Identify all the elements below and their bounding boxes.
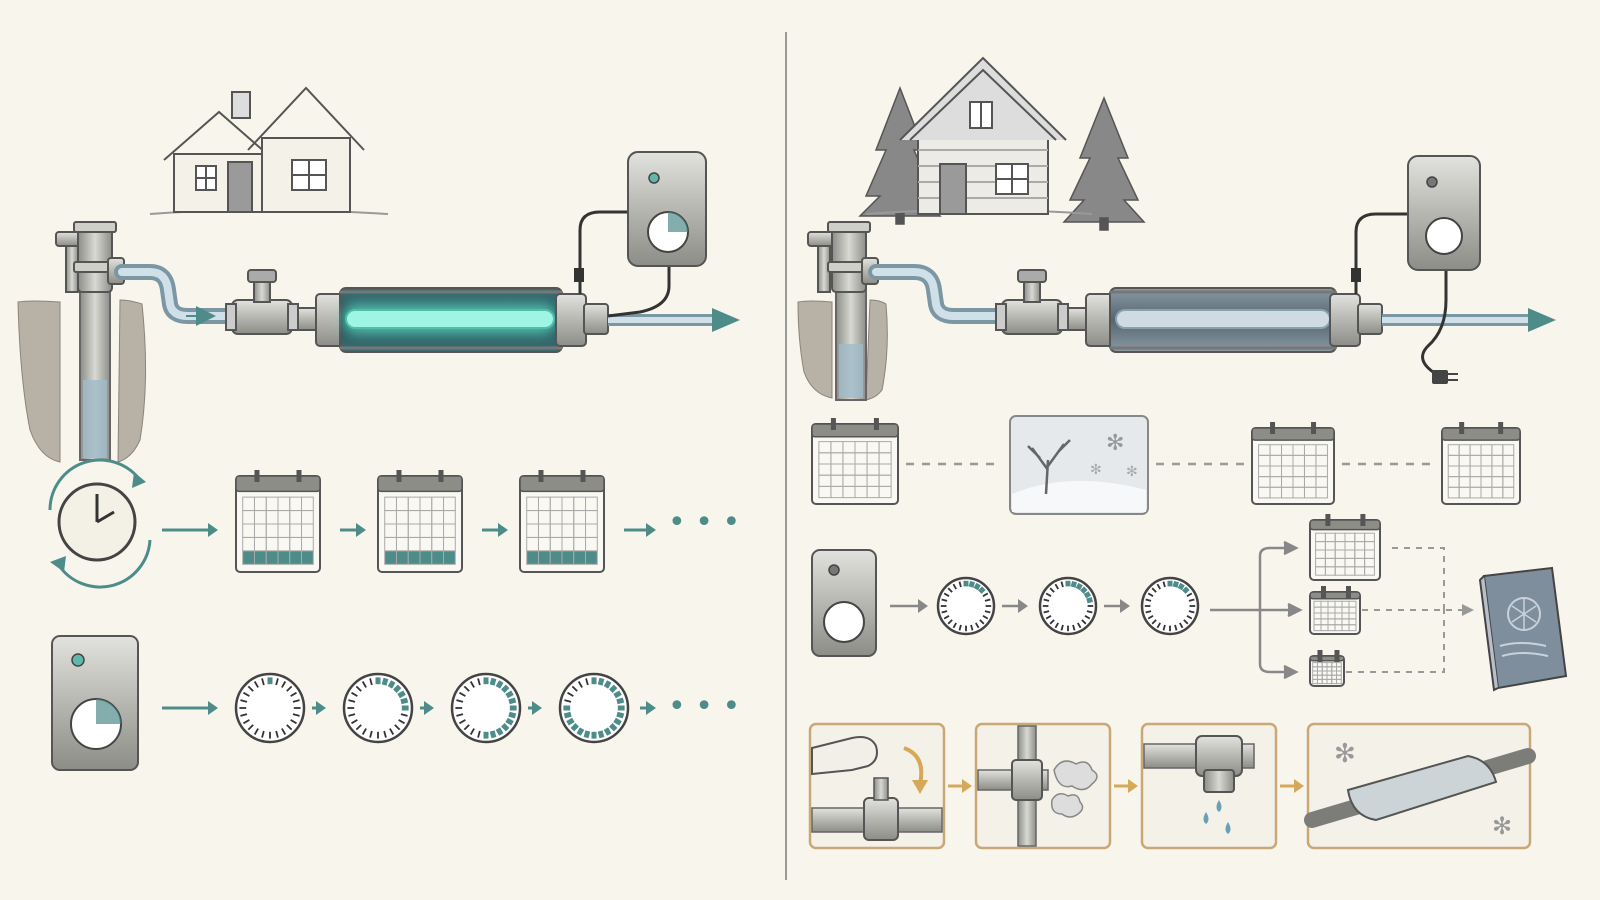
uv-controller-icon — [811, 549, 877, 657]
winterize-steps-row: ✻ ✻ — [808, 722, 1536, 850]
controller-dial-icon — [647, 211, 689, 253]
step-arrow — [948, 779, 972, 793]
timer-dial-icon — [450, 672, 522, 744]
power-cable — [578, 210, 632, 294]
step-arrow — [528, 701, 542, 715]
calendar-icon — [235, 470, 321, 573]
step-arrow — [420, 701, 434, 715]
step-arrow — [312, 701, 326, 715]
bare-tree-snow-icon: ✻ ✻ ✻ — [1009, 415, 1149, 515]
step-close-valve — [808, 722, 946, 850]
step-arrow — [1104, 599, 1130, 613]
air-puff-icon — [1050, 793, 1084, 818]
well-head-icon — [807, 221, 879, 293]
seasonal-dial-branch — [811, 514, 1568, 692]
dripping-faucet-icon — [1140, 722, 1278, 850]
svg-text:✻: ✻ — [1106, 431, 1124, 456]
svg-text:✻: ✻ — [1492, 812, 1512, 840]
dashed-connector — [1346, 547, 1470, 673]
hand-icon — [811, 736, 878, 776]
right-panel-seasonal: ✻ ✻ ✻ — [797, 56, 1568, 850]
cabin-icon — [865, 56, 1093, 215]
step-arrow — [890, 599, 928, 613]
step-arrow — [1002, 599, 1028, 613]
pine-tree-icon — [1062, 95, 1146, 231]
uv-lamp-icon — [345, 309, 555, 329]
lamp-life-dial-timeline: • • • — [51, 635, 740, 771]
step-arrow — [1114, 779, 1138, 793]
clock-icon — [48, 458, 152, 589]
calendar-icon — [1309, 514, 1381, 581]
shutoff-valve-icon — [225, 269, 299, 335]
branch-connector — [1210, 540, 1303, 680]
step-drain-pipes — [974, 722, 1112, 850]
uv-controller-icon — [627, 151, 707, 267]
outlet-arrow — [1528, 308, 1556, 332]
step-arrow — [162, 523, 218, 537]
calendar-icon — [519, 470, 605, 573]
year-round-calendar-timeline: • • • — [48, 458, 740, 589]
outlet-arrow — [712, 308, 740, 332]
svg-text:✻: ✻ — [1090, 462, 1102, 478]
uv-lamp-icon — [1115, 309, 1331, 329]
calendar-icon — [377, 470, 463, 573]
calendar-icon — [1309, 650, 1345, 687]
power-cable — [1354, 212, 1412, 294]
timer-dial-icon — [936, 576, 996, 636]
timer-dial-icon — [1140, 576, 1200, 636]
ellipsis-icon: • • • — [668, 505, 740, 540]
calendar-icon — [1251, 422, 1335, 505]
power-plug-icon — [1432, 370, 1458, 384]
well-head-icon — [55, 221, 125, 293]
pipe-insulation-icon: ✻ ✻ — [1304, 722, 1536, 850]
step-arrow — [162, 701, 218, 715]
timer-dial-icon — [342, 672, 414, 744]
timer-dial-icon — [1038, 576, 1098, 636]
uv-controller-icon — [51, 635, 139, 771]
calendar-icon — [1309, 586, 1361, 635]
step-arrow — [640, 701, 656, 715]
calendar-icon — [811, 418, 899, 505]
step-arrow — [482, 523, 508, 537]
svg-text:✻: ✻ — [1334, 739, 1356, 769]
shutoff-valve-icon — [863, 777, 899, 841]
svg-text:✻: ✻ — [1126, 464, 1138, 480]
step-arrow — [1280, 779, 1304, 793]
left-panel-year-round: • • • • • • — [17, 86, 740, 771]
calendar-icon — [1441, 422, 1521, 505]
timer-dial-icon — [558, 672, 630, 744]
uv-chamber — [297, 287, 609, 353]
uv-controller-icon — [1407, 155, 1481, 271]
ellipsis-icon: • • • — [668, 689, 740, 724]
manual-book-icon — [1478, 566, 1568, 692]
air-puff-icon — [1053, 760, 1098, 791]
unplugged-cable — [1421, 270, 1448, 376]
step-arrow — [340, 523, 366, 537]
seasonal-calendar-row: ✻ ✻ ✻ — [811, 415, 1521, 515]
shutoff-valve-icon — [995, 269, 1069, 335]
timer-dial-icon — [234, 672, 306, 744]
house-icon — [149, 86, 389, 215]
well-ground-icon — [17, 279, 147, 463]
step-arrow — [624, 523, 656, 537]
well-ground-icon — [797, 279, 888, 401]
uv-chamber — [1067, 287, 1383, 353]
